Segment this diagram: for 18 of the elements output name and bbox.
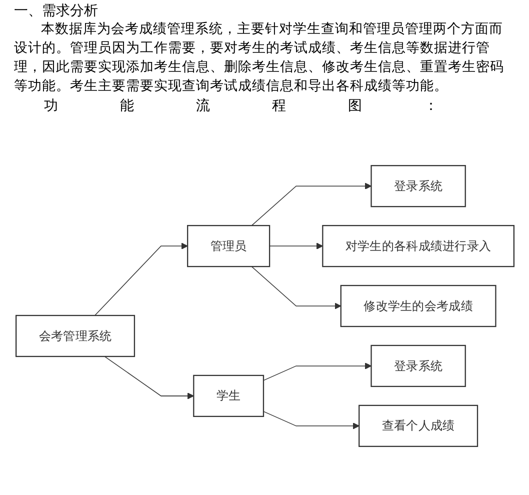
node-box: 登录系统 (370, 165, 466, 208)
arrow (269, 242, 323, 250)
arrow (251, 182, 372, 226)
section-heading: 一、需求分析 (14, 2, 98, 20)
node-box: 对学生的各科成绩进行录入 (322, 224, 514, 268)
node-box: 学生 (193, 374, 264, 417)
arrow (263, 362, 372, 381)
node-box: 管理员 (187, 224, 270, 268)
arrow (263, 411, 360, 430)
node-box: 会考管理系统 (16, 314, 136, 358)
arrow (104, 356, 194, 400)
node-box: 查看个人成绩 (358, 404, 478, 447)
arrow (251, 266, 342, 310)
node-box: 修改学生的会考成绩 (340, 284, 496, 328)
arrow (94, 242, 188, 316)
node-box: 登录系统 (370, 344, 466, 388)
description-paragraph: 本数据库为会考成绩管理系统，主要针对学生查询和管理员管理两个方面而设计的。管理员因为工作需要，要对考生的考试成绩、考生信息等数据进行管理，因此需要实现添加考生信息、删除考生信息、修改考生信息、重置考生密码等功能。考生主要需要实现查询考试成绩信息和导出各科成绩等功能。 (14, 20, 505, 96)
flowchart-caption: 功能流程图： (44, 97, 500, 115)
